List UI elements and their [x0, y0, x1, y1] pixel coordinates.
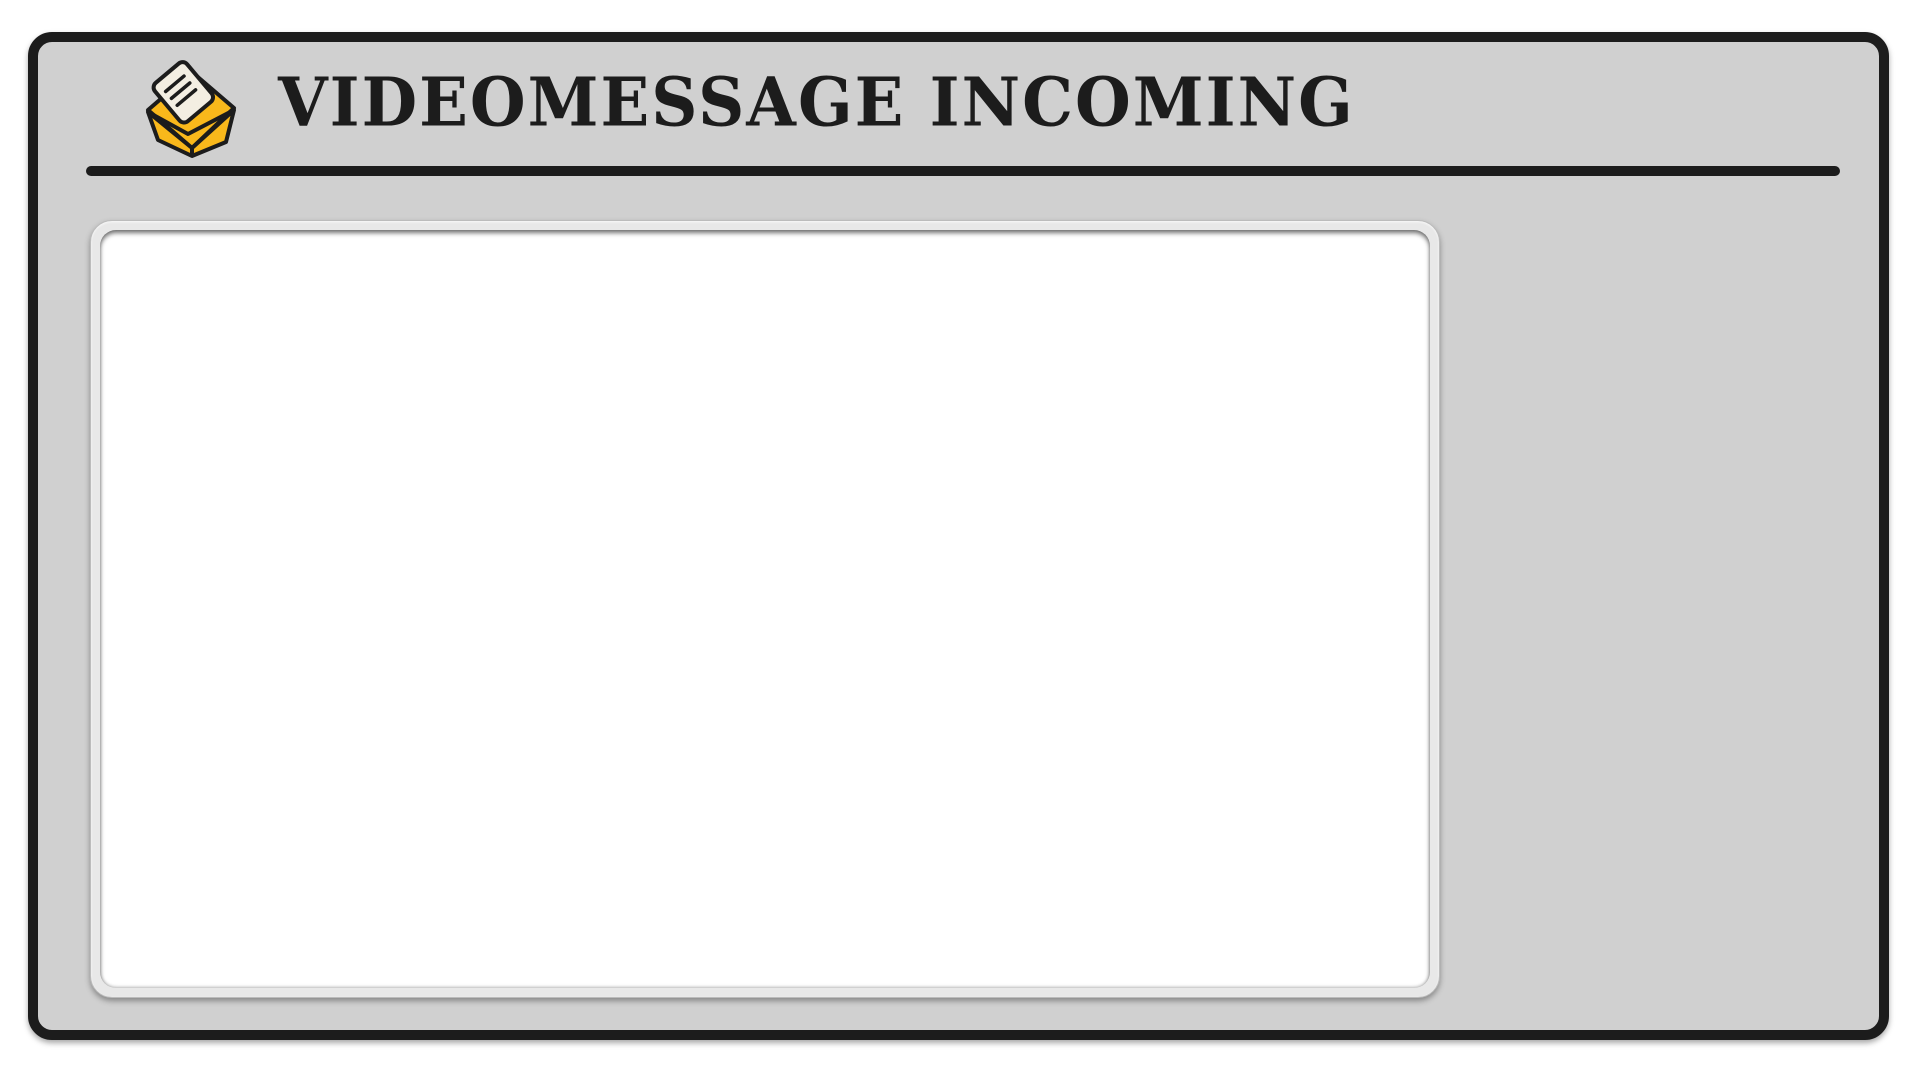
video-screen[interactable]	[100, 230, 1430, 988]
video-frame	[90, 220, 1440, 998]
videomessage-window: VIDEOMESSAGE INCOMING	[28, 32, 1889, 1040]
header-divider	[86, 166, 1840, 176]
window-title: VIDEOMESSAGE INCOMING	[278, 63, 1355, 143]
envelope-letter-icon	[134, 52, 244, 162]
